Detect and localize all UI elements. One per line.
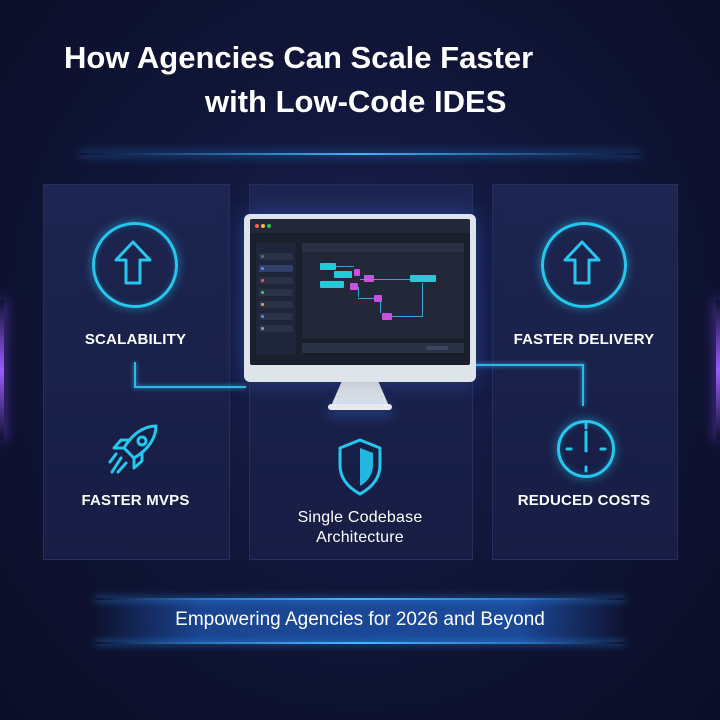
ide-screen [250,219,470,365]
title-divider [80,153,640,155]
flow-wire [358,298,374,299]
flow-node [354,269,360,276]
right-edge-glow [716,300,720,440]
rocket-icon [108,424,158,474]
ide-action-button [426,346,448,350]
left-edge-glow [0,300,4,440]
reduced-costs-label: REDUCED COSTS [517,492,651,509]
ide-canvas-header [302,243,464,252]
flow-node [364,275,374,282]
ide-sidebar-item [259,313,293,320]
flow-node [320,263,336,270]
footer-bottom-line [95,642,625,644]
arrow-up-icon [563,240,601,285]
ide-sidebar [256,243,296,355]
monitor-stand [331,382,389,406]
clock-icon [565,421,607,473]
monitor-icon [244,214,476,382]
faster-delivery-icon-ring [541,222,627,308]
flow-node [374,295,382,302]
flow-node [410,275,436,282]
flow-wire [422,283,423,317]
ide-sidebar-item [259,289,293,296]
flow-node [382,313,392,320]
monitor-foot [328,404,392,410]
flow-wire [380,301,381,313]
single-codebase-label-line-1: Single Codebase [297,509,423,526]
scalability-icon-ring [92,222,178,308]
shield-icon [338,438,382,496]
ide-sidebar-item [259,301,293,308]
window-minimize-dot [261,224,265,228]
faster-delivery-label: FASTER DELIVERY [513,331,655,348]
ide-sidebar-item [259,253,293,260]
window-maximize-dot [267,224,271,228]
ide-canvas [302,243,464,339]
title-line-2: with Low-Code IDES [205,84,507,119]
connector-right-horizontal [474,364,584,366]
footer-banner [95,598,625,644]
title-line-1: How Agencies Can Scale Faster [64,40,534,75]
ide-bottom-bar [302,343,464,353]
connector-left-horizontal [134,386,246,388]
faster-mvps-label: FASTER MVPS [81,492,190,509]
ide-sidebar-item [259,265,293,272]
flow-node [350,283,358,290]
arrow-up-icon [114,240,152,285]
window-close-dot [255,224,259,228]
flow-wire [360,279,410,280]
connector-right-vertical [582,364,584,406]
flow-wire [358,287,359,297]
connector-left-vertical [134,362,136,387]
footer-tagline: Empowering Agencies for 2026 and Beyond [175,609,545,630]
ide-sidebar-item [259,325,293,332]
flow-node [334,271,352,278]
flow-wire [336,266,354,267]
flow-wire [392,316,422,317]
single-codebase-label-line-2: Architecture [316,529,404,546]
flow-node [320,281,344,288]
scalability-label: SCALABILITY [84,331,187,348]
ide-sidebar-item [259,277,293,284]
footer-top-line [95,598,625,600]
ide-title-bar [250,219,470,233]
